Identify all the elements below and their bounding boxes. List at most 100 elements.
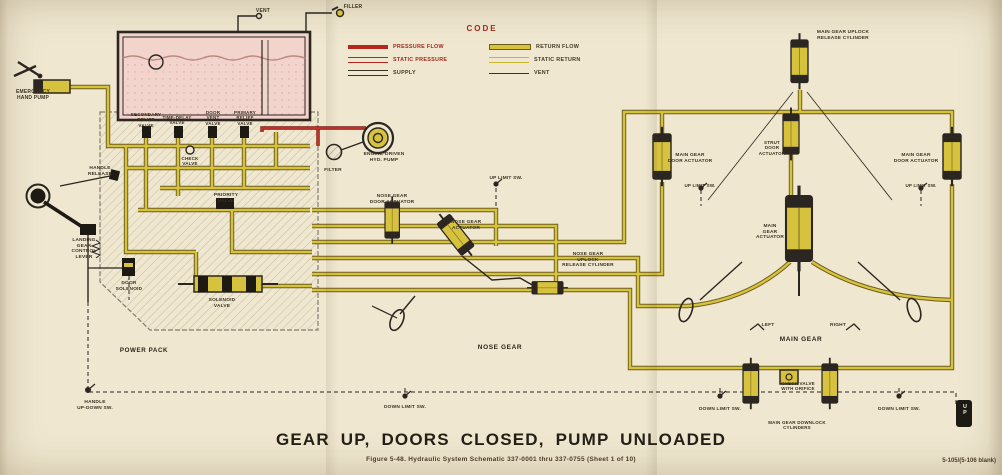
legend-grid: PRESSURE FLOW STATIC PRESSURE SUPPLY RET… <box>348 40 616 79</box>
check-valve <box>185 145 195 155</box>
static-return-swatch <box>489 56 529 63</box>
main-gear-actuator <box>784 184 814 273</box>
diagram-label: DOWN LIMIT SW. <box>878 407 920 412</box>
legend-row-return-flow: RETURN FLOW <box>489 40 616 53</box>
filler-line <box>305 12 332 32</box>
nose-gear-uplock-release-cylinder <box>526 280 569 295</box>
diagram-label: DOWN LIMIT SW. <box>384 405 426 410</box>
down-limit-switch-left <box>717 390 727 399</box>
diagram-label: VENT <box>255 8 271 14</box>
static-pressure-swatch <box>348 56 388 63</box>
solenoid-valve <box>178 275 278 293</box>
diagram-label: ENGINE-DRIVEN HYD. PUMP <box>363 152 405 163</box>
right-main-wheel <box>906 297 922 323</box>
right-downlock-hook <box>845 323 861 331</box>
priority-valve <box>216 198 234 209</box>
legend-label: RETURN FLOW <box>536 43 580 50</box>
main-gear-mechanism <box>678 261 922 331</box>
release-rod <box>59 175 111 187</box>
legend-label: STATIC RETURN <box>534 56 581 63</box>
lever-spring <box>90 239 102 259</box>
diagram-label: NOSE GEAR UPLOCK RELEASE CYLINDER <box>562 252 614 269</box>
emergency-hand-pump <box>13 60 71 94</box>
diagram-label: MAIN GEAR DOWNLOCK CYLINDERS <box>768 420 826 431</box>
diagram-label: LANDING GEAR CONTROL LEVER <box>71 238 97 260</box>
main-gear-uplock-release-cylinder <box>789 32 810 91</box>
diagram-label: PRIMARY RELIEF VALVE <box>234 110 256 126</box>
left-main-wheel <box>678 297 694 323</box>
diagram-label: HANDLE UP-DOWN SW. <box>77 400 113 411</box>
figure-title: GEAR UP, DOORS CLOSED, PUMP UNLOADED <box>275 430 727 449</box>
strut-door-actuator <box>782 106 800 162</box>
engine-driven-pump <box>361 121 395 155</box>
diagram-label: STRUT DOOR ACTUATOR <box>758 140 786 156</box>
diagram-label: HANDLE RELEASE <box>87 166 113 177</box>
legend: CODE PRESSURE FLOW STATIC PRESSURE SUPPL… <box>348 24 616 79</box>
diagram-label: CHECK VALVE <box>181 156 199 167</box>
diagram-label: NOSE GEAR ACTUATOR <box>450 220 482 231</box>
vent-filler-lines <box>237 6 345 32</box>
main-gear-downlock-cylinder-left <box>742 356 760 411</box>
legend-title: CODE <box>466 24 498 33</box>
legend-label: STATIC PRESSURE <box>393 56 448 63</box>
return-flow-swatch <box>489 43 531 50</box>
check-valve-with-orifice <box>779 369 799 385</box>
filter <box>325 141 364 161</box>
legend-row-vent: VENT <box>489 66 616 79</box>
diagram-label: UP LIMIT SW. <box>684 183 716 188</box>
up-limit-switch-right <box>918 182 928 191</box>
legend-row-static-pressure: STATIC PRESSURE <box>348 53 475 66</box>
diagram-label: CHECK VALVE WITH ORIFICE <box>781 381 815 392</box>
diagram-label: EMERGENCY HAND PUMP <box>15 89 51 101</box>
diagram-label: NOSE GEAR DOOR ACTUATOR <box>369 194 415 205</box>
up-limit-switch-nose <box>493 178 503 187</box>
electrical-wiring <box>87 188 957 404</box>
diagram-label: MAIN GEAR <box>779 336 823 343</box>
legend-row-supply: SUPPLY <box>348 66 475 79</box>
vent-line <box>237 15 256 32</box>
diagram-label: MAIN GEAR ACTUATOR <box>755 224 785 241</box>
diagram-label: DOOR VENT VALVE <box>205 110 221 126</box>
main-gear-door-actuator-right <box>941 125 963 188</box>
reservoir-tank <box>116 30 312 122</box>
supply-swatch <box>348 69 388 76</box>
diagram-label: FILTER <box>324 168 342 173</box>
landing-gear-control-lever <box>25 175 122 302</box>
diagram-label: PRIORITY VALVE <box>213 193 239 204</box>
secondary-relief-valve <box>142 126 151 138</box>
diagram-label: FILLER <box>343 4 363 10</box>
power-pack-valves <box>108 126 278 293</box>
legend-label: PRESSURE FLOW <box>393 43 444 50</box>
diagram-label: TIME-DELAY VALVE <box>162 115 192 126</box>
legend-label: VENT <box>534 69 550 76</box>
figure-caption: Figure 5-48. Hydraulic System Schematic … <box>366 456 636 463</box>
diagram-label: MAIN GEAR DOOR ACTUATOR <box>893 153 939 164</box>
up-dn-indicator-box <box>956 400 972 427</box>
diagram-label: UP LIMIT SW. <box>489 176 523 181</box>
handle-release <box>108 169 121 182</box>
primary-relief-valve <box>240 126 249 138</box>
diagram-label: SECONDARY RELIEF VALVE <box>130 112 162 128</box>
diagram-label: MAIN GEAR UPLOCK RELEASE CYLINDER <box>816 30 870 41</box>
page-reference: 5-105/(5-106 blank) <box>942 458 996 464</box>
limit-switches <box>84 178 928 399</box>
main-gear-downlock-cylinder-right <box>821 356 839 411</box>
left-downlock-hook <box>749 323 765 331</box>
diagram-label: SOLENOID VALVE <box>208 298 236 309</box>
up-limit-switch-left <box>698 182 708 191</box>
time-delay-valve <box>174 126 183 138</box>
down-limit-switch-right <box>896 390 906 399</box>
reservoir-port <box>148 54 164 70</box>
handle-up-down-switch <box>84 383 96 394</box>
diagram-label: POWER PACK <box>119 347 169 354</box>
diagram-label: MAIN GEAR DOOR ACTUATOR <box>667 153 713 164</box>
nose-wheel <box>389 308 405 332</box>
diagram-label: DOOR SOLENOID <box>115 281 143 292</box>
nose-gear-mechanism <box>371 255 535 332</box>
diagram-label: UP LIMIT SW. <box>905 183 937 188</box>
legend-label: SUPPLY <box>393 69 416 76</box>
diagram-label: U P <box>962 404 968 417</box>
vent-swatch <box>489 72 529 74</box>
legend-row-pressure-flow: PRESSURE FLOW <box>348 40 475 53</box>
